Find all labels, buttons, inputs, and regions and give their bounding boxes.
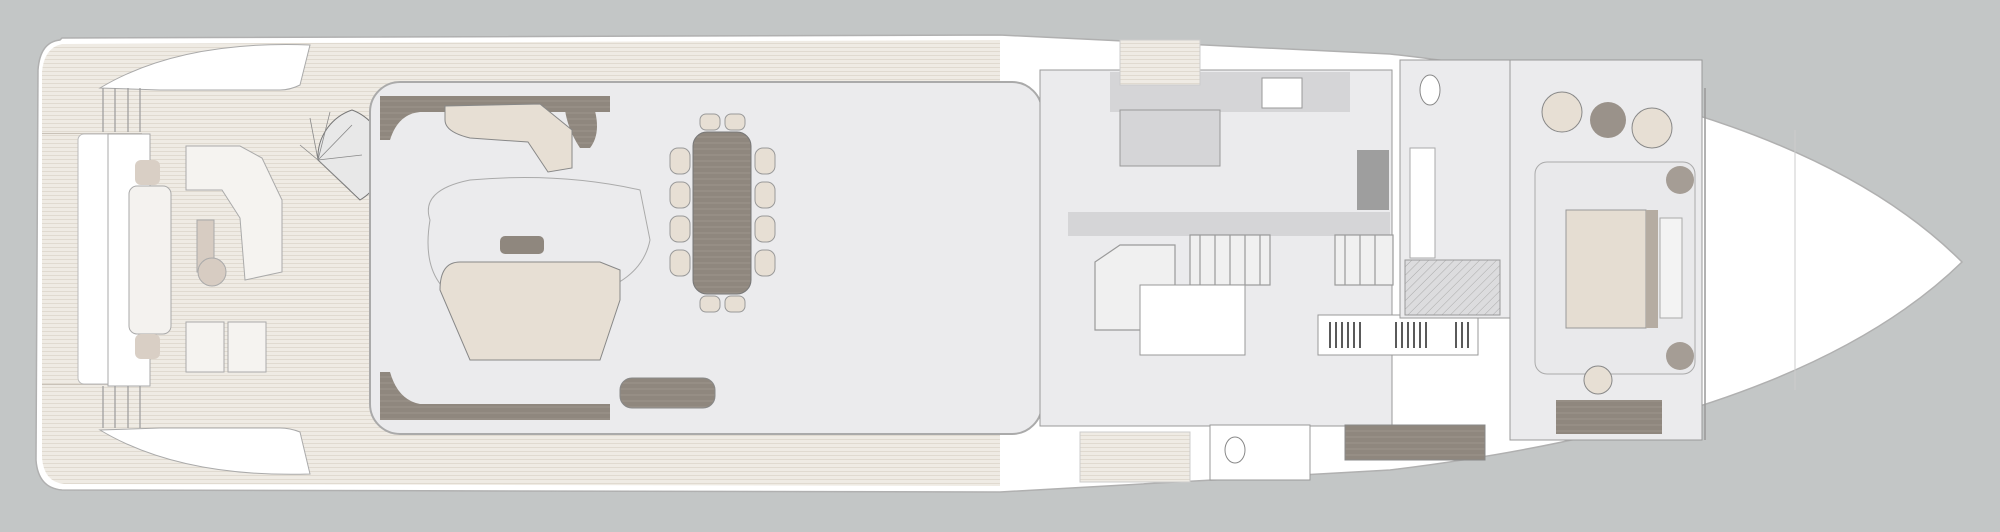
cabin-bench-bottom — [1344, 424, 1486, 461]
galley-worktop — [1068, 212, 1390, 236]
dining-table — [692, 131, 752, 295]
day-head-toilet-icon — [1224, 436, 1246, 464]
owner-bed — [1565, 209, 1647, 329]
owner-shower — [1404, 259, 1501, 316]
salon-console-top-right — [565, 96, 597, 148]
salon-bench-bottom — [619, 377, 716, 409]
spiral-stair-treads — [299, 111, 363, 191]
cabin-armchair-1 — [1541, 91, 1583, 133]
owner-bed-headboard — [1646, 210, 1658, 328]
aft-armchair-left — [185, 321, 225, 373]
cabin-armchair-2 — [1631, 107, 1673, 149]
galley-cooktop — [1357, 150, 1389, 210]
aft-stairs-bottom — [102, 386, 141, 428]
aft-lounge-sofa — [185, 145, 283, 281]
aft-armchair-right — [227, 321, 267, 373]
salon-sofa-lower — [439, 261, 621, 361]
owner-pillows — [1659, 217, 1683, 319]
wine-rack — [1317, 314, 1479, 356]
vanity-chair — [1583, 365, 1613, 395]
nightstand-top — [1666, 166, 1694, 194]
owner-vanity — [1409, 147, 1436, 259]
nightstand-bottom — [1666, 342, 1694, 370]
galley-sink — [1261, 77, 1303, 109]
owner-toilet-icon — [1419, 74, 1441, 106]
aft-round-table — [197, 257, 227, 287]
aft-side-bulwark-bottom — [98, 427, 311, 475]
aft-sofa — [128, 185, 172, 335]
aft-stairs-top — [102, 88, 141, 132]
salon-corner-bar-bottom — [380, 372, 610, 420]
side-deck-stairs-top — [1119, 39, 1201, 86]
aft-side-table-bottom — [135, 334, 160, 359]
cabin-desk — [1556, 400, 1662, 434]
salon-sofa-upper — [444, 103, 573, 173]
dining-chairs — [669, 113, 776, 313]
side-deck-stairs-bottom — [1079, 431, 1191, 483]
aft-side-table-top — [135, 160, 160, 185]
aft-side-bulwark-top — [98, 44, 311, 91]
crew-pantry — [1139, 284, 1246, 356]
salon-ottoman — [500, 236, 544, 254]
galley-island — [1119, 109, 1221, 167]
salon-corner-bar-top — [380, 96, 610, 140]
cabin-round-table — [1590, 102, 1626, 138]
